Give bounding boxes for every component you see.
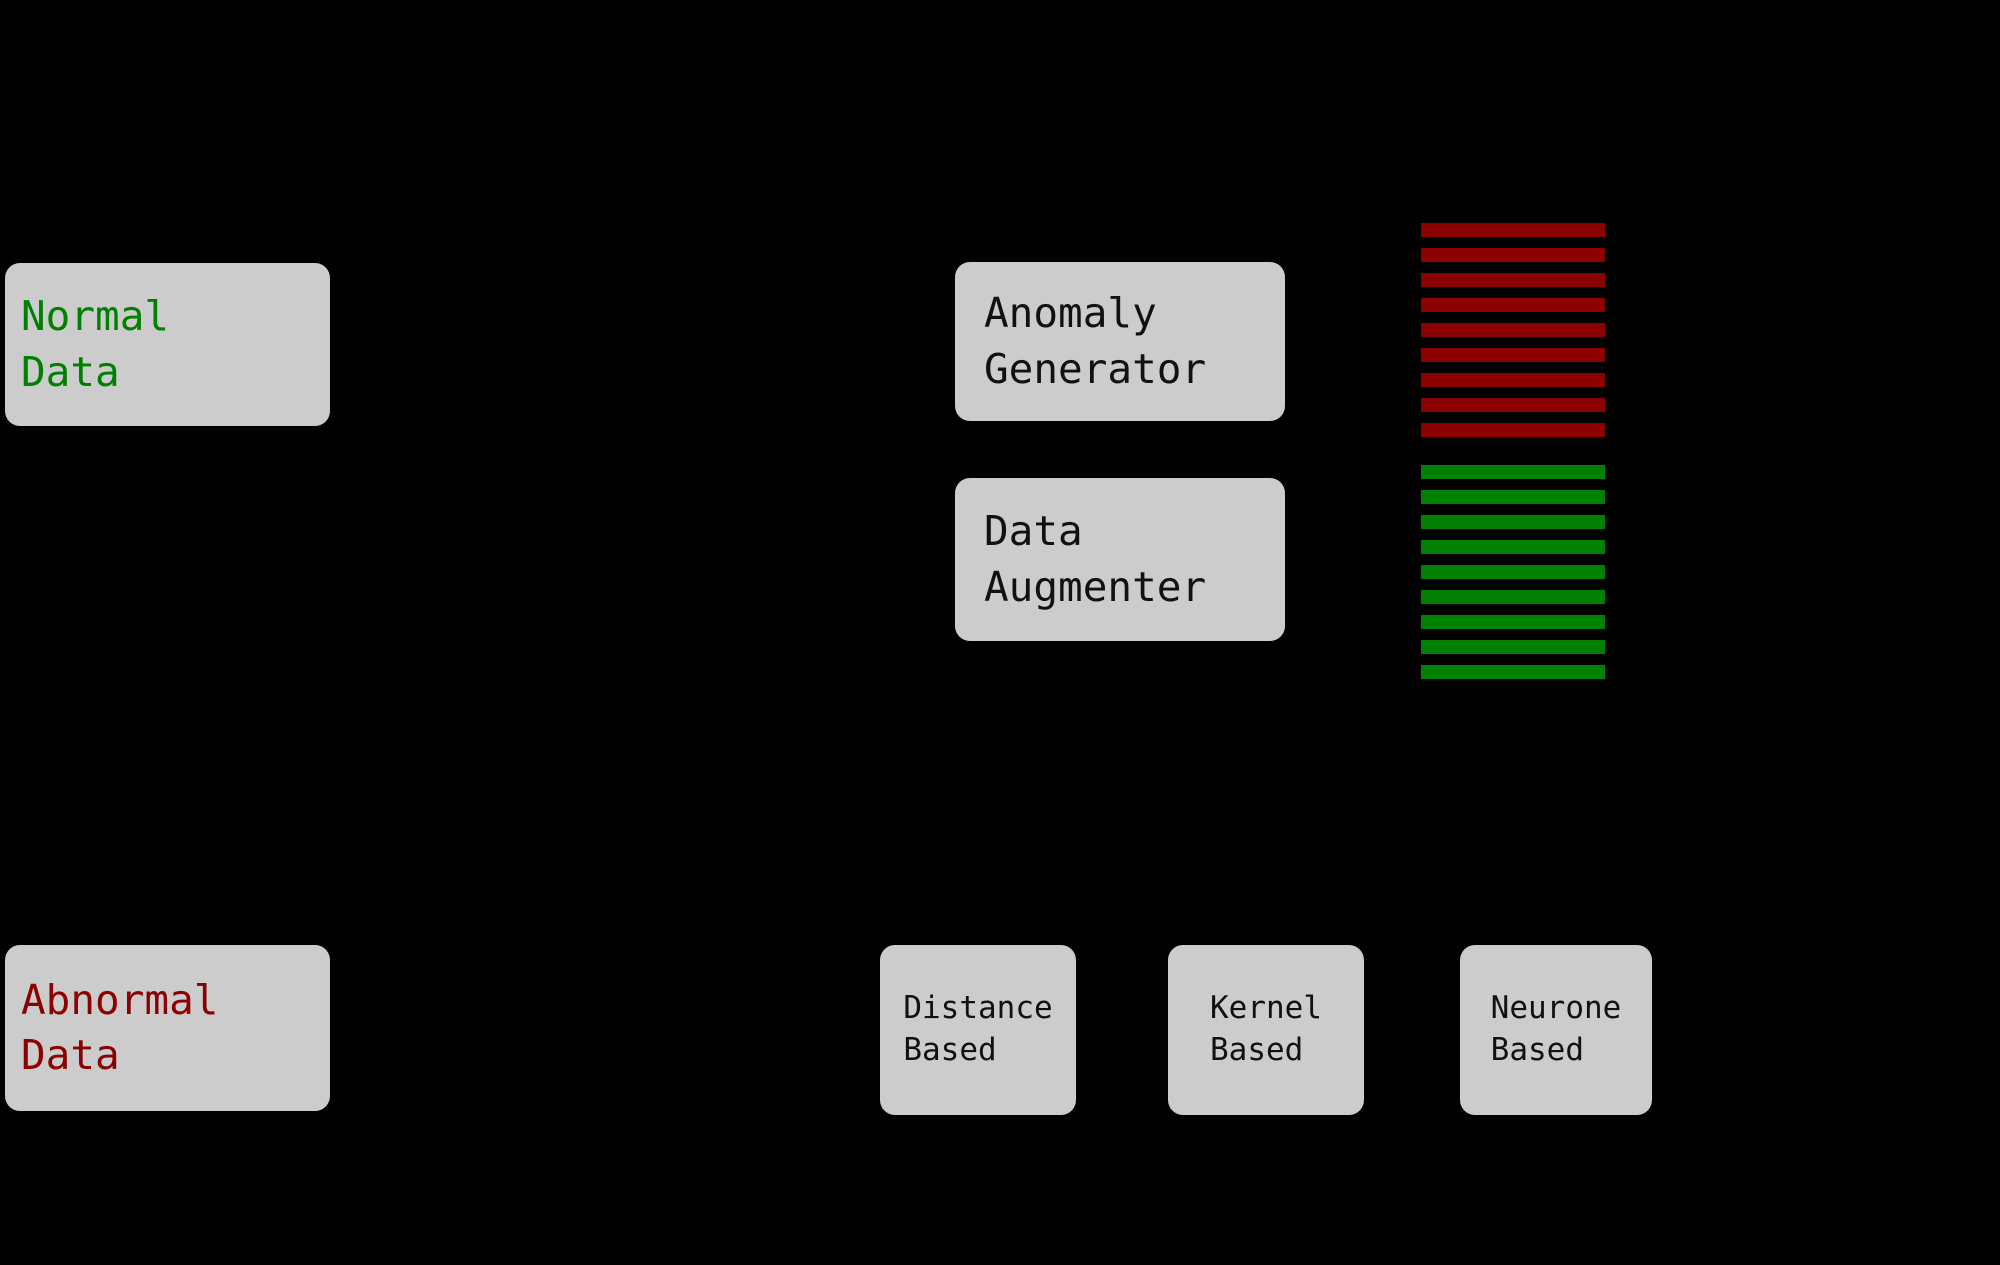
node-abnormal-data-line-2: Data [21, 1031, 120, 1079]
node-kernel-based[interactable]: Kernel Based [1168, 945, 1364, 1115]
sample-stripe-abnormal-4 [1421, 298, 1605, 312]
sample-stripe-normal-3 [1421, 515, 1605, 529]
node-kernel-based-line-1: Kernel [1210, 990, 1322, 1027]
node-abnormal-data[interactable]: Abnormal Data [5, 945, 330, 1111]
sample-stripe-abnormal-2 [1421, 248, 1605, 262]
node-normal-data[interactable]: Normal Data [5, 263, 330, 426]
sample-stripe-normal-2 [1421, 490, 1605, 504]
node-distance-based-text: Distance Based [903, 988, 1052, 1072]
node-data-augmenter-line-1: Data [984, 507, 1083, 556]
node-distance-based-line-1: Distance [903, 990, 1053, 1027]
node-distance-based-line-2: Based [903, 1032, 997, 1068]
node-kernel-based-line-2: Based [1210, 1032, 1304, 1068]
sample-stripe-abnormal-7 [1421, 373, 1605, 387]
node-normal-data-line-1: Normal [21, 292, 170, 341]
node-anomaly-generator-line-1: Anomaly [984, 289, 1157, 338]
node-anomaly-generator[interactable]: Anomaly Generator [955, 262, 1285, 421]
sample-stripe-abnormal-8 [1421, 398, 1605, 412]
sample-stripe-normal-6 [1421, 590, 1605, 604]
sample-stripe-abnormal-9 [1421, 423, 1605, 437]
sample-stripe-abnormal-1 [1421, 223, 1605, 237]
sample-stripe-normal-8 [1421, 640, 1605, 654]
sample-stripe-abnormal-6 [1421, 348, 1605, 362]
node-neurone-based-line-1: Neurone [1490, 990, 1622, 1027]
node-abnormal-data-line-1: Abnormal [21, 975, 219, 1024]
node-anomaly-generator-line-2: Generator [984, 344, 1207, 393]
node-neurone-based-text: Neurone Based [1491, 988, 1622, 1072]
sample-stripe-normal-9 [1421, 665, 1605, 679]
sample-stripe-normal-5 [1421, 565, 1605, 579]
node-neurone-based[interactable]: Neurone Based [1460, 945, 1652, 1115]
node-neurone-based-line-2: Based [1490, 1032, 1584, 1068]
node-data-augmenter-line-2: Augmenter [984, 562, 1207, 611]
node-data-augmenter[interactable]: Data Augmenter [955, 478, 1285, 641]
sample-stripe-abnormal-3 [1421, 273, 1605, 287]
sample-stripe-normal-7 [1421, 615, 1605, 629]
sample-stripe-normal-1 [1421, 465, 1605, 479]
node-distance-based[interactable]: Distance Based [880, 945, 1076, 1115]
sample-stripe-abnormal-5 [1421, 323, 1605, 337]
sample-stripe-normal-4 [1421, 540, 1605, 554]
sample-stack [1421, 223, 1605, 681]
node-normal-data-line-2: Data [21, 347, 120, 396]
node-kernel-based-text: Kernel Based [1210, 988, 1322, 1072]
